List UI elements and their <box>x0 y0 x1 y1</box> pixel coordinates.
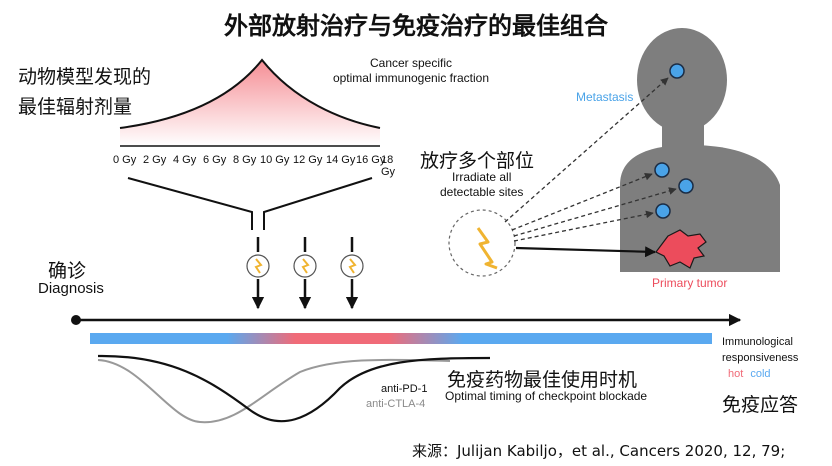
dose-tick: 4 Gy <box>173 154 197 166</box>
metastasis-dots <box>654 63 694 219</box>
responsiveness-line2: responsiveness <box>722 352 799 364</box>
dose-arrow-1 <box>246 237 270 310</box>
page-title: 外部放射治疗与免疫治疗的最佳组合 <box>224 12 608 40</box>
funnel-left <box>127 177 253 230</box>
dose-curve <box>119 58 381 129</box>
immune-response-cn: 免疫应答 <box>722 394 799 416</box>
irradiate-sites-line2: detectable sites <box>440 185 524 199</box>
anti-ctla4-curve <box>97 358 451 424</box>
anti-pd1-curve <box>97 354 491 423</box>
responsiveness-line1: Immunological <box>722 336 793 348</box>
curve-caption-line2: optimal immunogenic fraction <box>332 71 490 85</box>
metastasis-label: Metastasis <box>576 90 634 104</box>
dose-tick: 8 Gy <box>233 154 257 166</box>
anti-pd1-label: anti-PD-1 <box>381 383 428 395</box>
optimal-dose-label-line1: 动物模型发现的 <box>18 66 152 88</box>
source-citation: 来源：Julijan Kabiljo，et al., Cancers 2020,… <box>412 442 786 460</box>
dose-tick: 16 Gy <box>356 154 386 166</box>
irradiate-sites-line1: Irradiate all <box>452 170 512 184</box>
tumor-arrow <box>515 246 657 258</box>
primary-tumor-label: Primary tumor <box>652 276 728 290</box>
irradiate-sites-cn: 放疗多个部位 <box>420 150 535 172</box>
checkpoint-timing-cn: 免疫药物最佳使用时机 <box>447 369 638 391</box>
anti-ctla4-label: anti-CTLA-4 <box>366 398 426 410</box>
curve-caption-line1: Cancer specific <box>369 56 453 70</box>
dose-tick: 12 Gy <box>293 154 323 166</box>
dose-tick: 18 Gy <box>381 154 396 178</box>
dose-arrow-2 <box>293 237 317 310</box>
hot-cold-legend: hot cold <box>728 368 771 380</box>
funnel-right <box>263 177 373 230</box>
dose-arrow-3 <box>340 237 364 310</box>
dose-curve-glow <box>120 60 380 146</box>
cold-label: cold <box>750 368 771 380</box>
diagnosis-en: Diagnosis <box>38 280 104 297</box>
lightning-icon <box>476 227 498 270</box>
dose-tick: 2 Gy <box>143 154 167 166</box>
dose-tick: 10 Gy <box>260 154 290 166</box>
dose-tick: 0 Gy <box>113 154 137 166</box>
diagnosis-cn: 确诊 <box>48 260 87 282</box>
dose-curve-group <box>119 58 381 147</box>
hot-label: hot <box>728 368 744 380</box>
dose-tick: 6 Gy <box>203 154 227 166</box>
dashed-arrows <box>504 77 677 242</box>
dose-tick: 14 Gy <box>326 154 356 166</box>
optimal-dose-label-line2: 最佳辐射剂量 <box>18 96 133 118</box>
primary-tumor-shape <box>655 229 707 269</box>
responsiveness-bar <box>90 333 712 344</box>
checkpoint-timing-en: Optimal timing of checkpoint blockade <box>445 389 648 403</box>
